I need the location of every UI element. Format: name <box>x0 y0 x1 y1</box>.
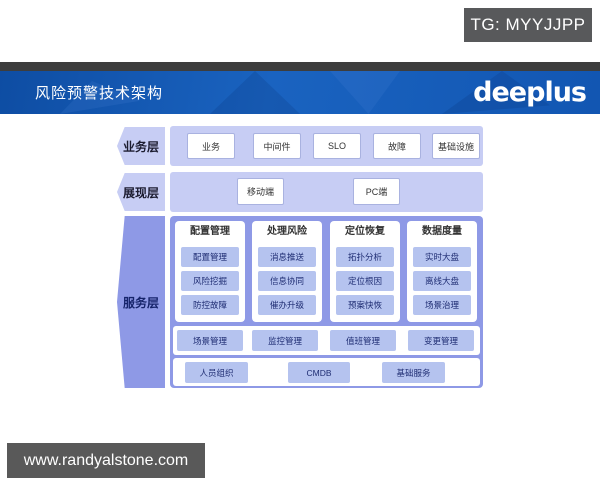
service-layer-container: 配置管理 配置管理 风险挖掘 防控故障 处理风险 消息推送 信息协同 催办升级 … <box>170 216 483 388</box>
header-decor-triangle <box>210 71 300 114</box>
presentation-box: 移动端 <box>237 178 284 205</box>
service-base-bar: 人员组织 CMDB 基础服务 <box>173 358 480 386</box>
presentation-layer-strip: 移动端 PC端 <box>170 172 483 212</box>
service-column: 定位恢复 拓扑分析 定位根因 预案快恢 <box>330 221 400 322</box>
service-item: 预案快恢 <box>336 295 394 315</box>
service-item: 催办升级 <box>258 295 316 315</box>
business-box: 业务 <box>187 133 235 159</box>
service-item: 消息推送 <box>258 247 316 267</box>
service-row-item: 基础服务 <box>382 362 445 383</box>
header-decor-triangle <box>330 71 400 114</box>
service-column: 处理风险 消息推送 信息协同 催办升级 <box>252 221 322 322</box>
service-item: 信息协同 <box>258 271 316 291</box>
service-item: 定位根因 <box>336 271 394 291</box>
service-column: 数据度量 实时大盘 离线大盘 场景治理 <box>407 221 477 322</box>
service-column-header: 数据度量 <box>422 226 462 237</box>
business-box: SLO <box>313 133 361 159</box>
service-item: 风险挖掘 <box>181 271 239 291</box>
service-item: 场景治理 <box>413 295 471 315</box>
page-title: 风险预警技术架构 <box>35 85 164 102</box>
service-row-item: 人员组织 <box>185 362 248 383</box>
business-box: 中间件 <box>253 133 301 159</box>
layer-tab-presentation: 展现层 <box>117 173 165 211</box>
service-management-bar: 场景管理 监控管理 值班管理 变更管理 <box>173 326 480 355</box>
service-row-item: CMDB <box>288 362 350 383</box>
header-bar: 风险预警技术架构 deeplus <box>0 71 600 114</box>
business-layer-strip: 业务 中间件 SLO 故障 基础设施 <box>170 126 483 166</box>
telegram-watermark-badge: TG: MYYJJPP <box>464 8 592 42</box>
service-row-item: 场景管理 <box>177 330 243 351</box>
deeplus-logo: deeplus <box>473 77 587 108</box>
service-item: 离线大盘 <box>413 271 471 291</box>
service-row-item: 变更管理 <box>408 330 474 351</box>
service-column-header: 处理风险 <box>267 226 307 237</box>
service-row-item: 值班管理 <box>330 330 396 351</box>
service-item: 配置管理 <box>181 247 239 267</box>
layer-tab-service: 服务层 <box>117 216 165 388</box>
header-dark-strip <box>0 62 600 71</box>
service-item: 拓扑分析 <box>336 247 394 267</box>
business-box: 故障 <box>373 133 421 159</box>
presentation-box: PC端 <box>353 178 400 205</box>
service-column-header: 配置管理 <box>190 226 230 237</box>
service-column-header: 定位恢复 <box>345 226 385 237</box>
service-column: 配置管理 配置管理 风险挖掘 防控故障 <box>175 221 245 322</box>
service-row-item: 监控管理 <box>252 330 318 351</box>
service-item: 实时大盘 <box>413 247 471 267</box>
service-item: 防控故障 <box>181 295 239 315</box>
business-box: 基础设施 <box>432 133 480 159</box>
website-watermark-badge: www.randyalstone.com <box>7 443 205 478</box>
layer-tab-business: 业务层 <box>117 127 165 165</box>
